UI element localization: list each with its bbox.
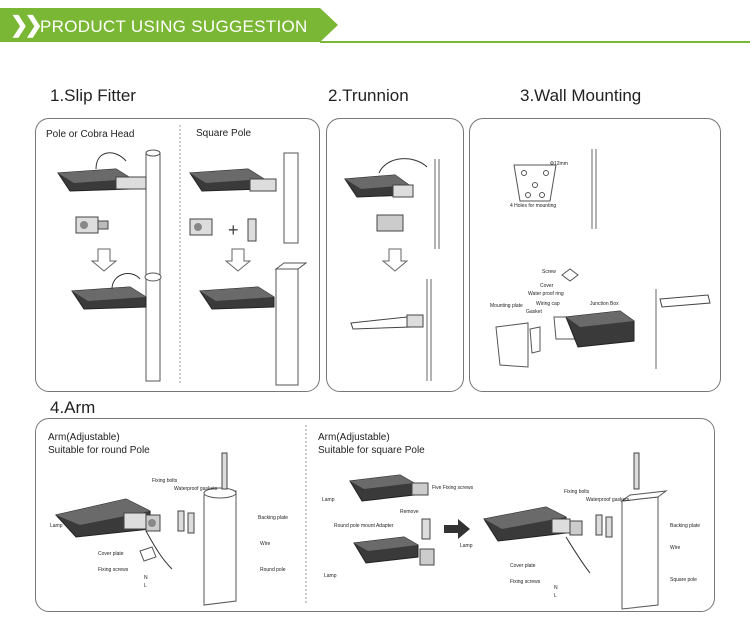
svg-text:+: +: [228, 220, 239, 240]
pole-cobra-head-label: Pole or Cobra Head: [46, 129, 135, 140]
square-lamp-bottom-label: Lamp: [324, 573, 337, 579]
slip-fitter-panel: Pole or Cobra Head Square Pole +: [35, 118, 320, 392]
square-waterproof-gaskets-label: Waterproof gaskets: [586, 497, 630, 503]
arm-title: 4.Arm: [50, 398, 96, 417]
wall-mounting-illustration: [495, 149, 711, 369]
square-pole-suitability: Suitable for square Pole: [318, 445, 425, 456]
square-lamp-top-label: Lamp: [322, 497, 335, 503]
holes-label: 4 Holes for mounting: [510, 203, 557, 209]
header-underline: [320, 41, 750, 43]
water-proof-ring-label: Water proof ring: [528, 291, 564, 297]
square-cover-plate-label: Cover plate: [510, 563, 536, 569]
screw-label: Screw: [542, 269, 556, 275]
round-fixing-bolts-label: Fixing bolts: [152, 478, 178, 484]
diameter-label: Φ12mm: [550, 161, 568, 167]
round-pole-label: Round pole: [260, 567, 286, 573]
wall-mounting-panel: Φ12mm 4 Holes for mounting Screw Cover W…: [469, 118, 721, 392]
mounting-plate-label: Mounting plate: [490, 303, 523, 309]
square-fixing-screws-label: Fixing screws: [510, 579, 541, 585]
section-header: ❯❯ PRODUCT USING SUGGESTION: [0, 8, 750, 44]
round-fixing-screws-label: Fixing screws: [98, 567, 129, 573]
round-lamp-label: Lamp: [50, 523, 63, 529]
trunnion-title: 2.Trunnion: [328, 86, 409, 105]
square-pole-label: Square Pole: [196, 128, 252, 139]
round-wire-label: Wire: [260, 541, 271, 547]
junction-box-label: Junction Box: [590, 301, 619, 307]
round-l-label: L: [144, 583, 147, 589]
wall-mounting-title: 3.Wall Mounting: [520, 86, 642, 105]
header-band: [0, 8, 338, 42]
double-chevron-right-icon: ❯❯: [10, 12, 43, 37]
remove-label: Remove: [400, 509, 419, 515]
square-pole-arm-label: Square pole: [670, 577, 697, 583]
square-l-label: L: [554, 593, 557, 599]
square-wire-label: Wire: [670, 545, 681, 551]
round-arm-label: Arm(Adjustable): [48, 432, 120, 443]
header-title: PRODUCT USING SUGGESTION: [40, 17, 308, 36]
trunnion-panel: [326, 118, 464, 392]
trunnion-illustration: [344, 158, 440, 381]
round-cover-plate-label: Cover plate: [98, 551, 124, 557]
five-fixing-screws-label: Five Fixing screws: [432, 485, 474, 491]
slip-fitter-title: 1.Slip Fitter: [50, 86, 136, 105]
wiring-cap-label: Wiring cap: [536, 301, 560, 307]
square-fixing-bolts-label: Fixing bolts: [564, 489, 590, 495]
arm-panel: Arm(Adjustable) Suitable for round Pole …: [35, 418, 715, 612]
gasket-label: Gasket: [526, 309, 542, 315]
round-n-label: N: [144, 575, 148, 581]
round-waterproof-gaskets-label: Waterproof gaskets: [174, 486, 218, 492]
square-n-label: N: [554, 585, 558, 591]
round-pole-suitability: Suitable for round Pole: [48, 445, 150, 456]
square-lamp-mid-label: Lamp: [460, 543, 473, 549]
round-pole-mount-adapter-label: Round pole mount Adapter: [334, 523, 394, 529]
cover-label: Cover: [540, 283, 554, 289]
round-backing-plate-label: Backing plate: [258, 515, 289, 521]
slip-fitter-illustration: +: [57, 125, 308, 386]
square-backing-plate-label: Backing plate: [670, 523, 701, 529]
arm-illustration: [55, 425, 668, 610]
square-arm-label: Arm(Adjustable): [318, 432, 390, 443]
